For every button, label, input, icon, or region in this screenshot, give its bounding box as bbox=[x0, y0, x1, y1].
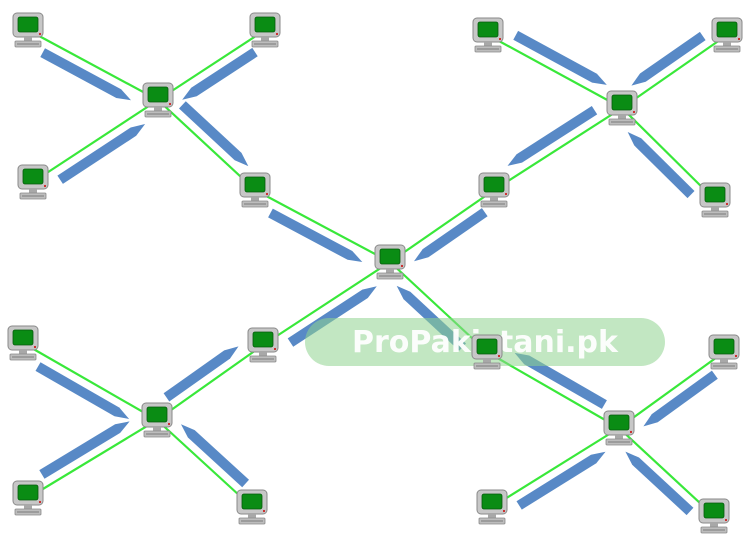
network-link bbox=[27, 29, 159, 101]
arrow-icon bbox=[268, 208, 363, 262]
computer-icon bbox=[472, 17, 504, 53]
computer-icon bbox=[478, 172, 510, 208]
network-link bbox=[27, 419, 158, 499]
computer-icon bbox=[7, 325, 39, 361]
arrow-icon bbox=[631, 31, 706, 86]
network-link bbox=[491, 427, 620, 508]
computer-icon bbox=[708, 334, 740, 370]
network-link bbox=[621, 107, 716, 201]
computer-icon bbox=[603, 410, 635, 446]
arrow-icon bbox=[179, 101, 249, 167]
network-link bbox=[389, 189, 495, 263]
arrow-icon bbox=[40, 48, 131, 101]
computer-icon bbox=[249, 12, 281, 48]
network-link bbox=[262, 261, 391, 346]
network-link bbox=[22, 342, 158, 421]
computer-icon bbox=[141, 402, 173, 438]
network-link bbox=[493, 107, 623, 191]
computer-icon bbox=[247, 327, 279, 363]
arrow-icon bbox=[181, 424, 249, 488]
arrow-icon bbox=[507, 106, 598, 166]
computer-icon bbox=[699, 182, 731, 218]
computer-icon bbox=[476, 489, 508, 525]
arrow-icon bbox=[57, 124, 146, 184]
arrow-icon bbox=[182, 47, 258, 100]
network-link bbox=[156, 344, 264, 421]
arrow-icon bbox=[516, 451, 606, 510]
computer-icon bbox=[606, 90, 638, 126]
computer-icon bbox=[239, 172, 271, 208]
computer-icon bbox=[142, 82, 174, 118]
network-link bbox=[618, 351, 725, 429]
computer-icon bbox=[698, 498, 730, 534]
arrow-icon bbox=[163, 346, 239, 402]
arrow-icon bbox=[414, 208, 488, 262]
network-link bbox=[618, 427, 715, 517]
arrow-icon bbox=[643, 370, 718, 427]
link-layer bbox=[22, 29, 728, 517]
arrow-icon bbox=[627, 132, 695, 199]
arrow-icon bbox=[35, 362, 130, 419]
computer-icon bbox=[711, 17, 743, 53]
computer-icon bbox=[471, 334, 503, 370]
computer-icon bbox=[374, 244, 406, 280]
computer-icon bbox=[236, 489, 268, 525]
computer-icon bbox=[12, 480, 44, 516]
arrow-layer bbox=[35, 30, 718, 516]
network-link bbox=[254, 189, 391, 263]
network-link bbox=[157, 99, 256, 191]
computer-icon bbox=[12, 12, 44, 48]
network-link bbox=[621, 34, 728, 109]
arrow-icon bbox=[513, 30, 607, 85]
arrow-icon bbox=[39, 421, 130, 479]
arrow-icon bbox=[625, 451, 694, 516]
computer-icon bbox=[17, 164, 49, 200]
network-link bbox=[156, 419, 253, 508]
network-link bbox=[487, 34, 623, 109]
network-link bbox=[157, 29, 266, 101]
arrow-icon bbox=[514, 352, 607, 409]
network-link bbox=[32, 99, 159, 183]
